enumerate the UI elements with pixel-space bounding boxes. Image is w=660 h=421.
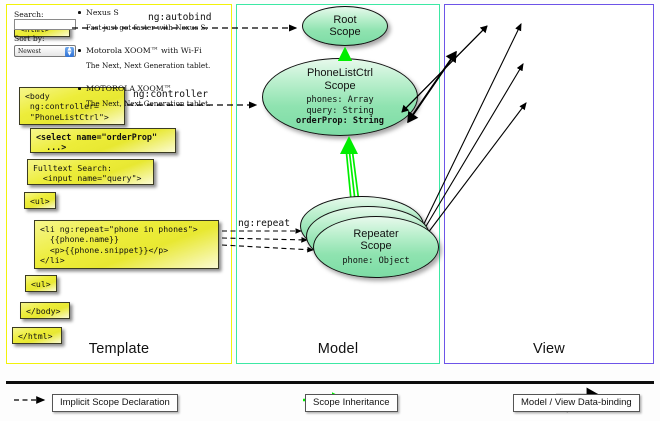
legend-label: Implicit Scope Declaration (52, 393, 178, 412)
legend-scope-inheritance: Scope Inheritance (305, 392, 398, 412)
phone-snippet: Fast just got faster with Nexus S. (86, 23, 208, 32)
bullet-icon (78, 87, 81, 90)
model-column-label: Model (317, 341, 359, 357)
phone-name: MOTOROLA XOOM™ (86, 84, 172, 93)
ng-repeat-label: ng:repeat (238, 218, 290, 229)
legend-label: Scope Inheritance (305, 393, 398, 412)
repeater-scope-props: phone: Object (342, 256, 409, 267)
view-column-label: View (533, 341, 565, 357)
view-content: Search: Sort by: Newest ▲▼ Nexus S Fast … (8, 8, 210, 118)
legend-label: Model / View Data-binding (513, 393, 640, 412)
sortby-select[interactable]: Newest ▲▼ (14, 45, 76, 57)
ng-controller-label: ng:controller (133, 89, 209, 100)
search-input[interactable] (14, 19, 76, 30)
legend-model-view-databinding: Model / View Data-binding (513, 392, 640, 412)
prop-phone: phone: Object (342, 255, 410, 266)
search-label: Search: (14, 10, 44, 19)
body-close-tag-box[interactable]: </body> (20, 302, 70, 319)
html-close-tag-box[interactable]: </html> (12, 327, 62, 344)
prop-orderprop: orderProp: String (296, 116, 384, 127)
list-item[interactable]: MOTOROLA XOOM™ The Next, Next Generation… (78, 84, 211, 108)
chevron-up-down-icon[interactable]: ▲▼ (65, 46, 74, 57)
view-column: View (444, 4, 654, 364)
fulltext-search-box[interactable]: Fulltext Search: <input name="query"> (27, 159, 154, 185)
ul-close-tag-box[interactable]: <ul> (25, 275, 57, 292)
sortby-label: Sort by: (14, 34, 45, 43)
list-item[interactable]: Motorola XOOM™ with Wi-Fi The Next, Next… (78, 46, 211, 70)
li-repeat-box[interactable]: <li ng:repeat="phone in phones"> {{phone… (34, 220, 219, 269)
bullet-icon (78, 11, 81, 14)
legend-implicit-scope-declaration: Implicit Scope Declaration (52, 392, 178, 412)
phone-snippet: The Next, Next Generation tablet. (86, 61, 211, 70)
template-column-label: Template (88, 341, 150, 357)
ng-autobind-label: ng:autobind (148, 12, 212, 23)
phone-name: Nexus S (86, 8, 119, 17)
phone-name: Motorola XOOM™ with Wi-Fi (86, 46, 202, 55)
select-tag-box[interactable]: <select name="orderProp" ...> (30, 128, 176, 153)
sortby-selected-value: Newest (18, 48, 41, 55)
prop-phones: phones: Array (306, 95, 374, 106)
bullet-icon (78, 49, 81, 52)
ul-open-tag-box[interactable]: <ul> (24, 192, 56, 209)
prop-query: query: String (306, 105, 374, 116)
body-tag-box[interactable]: <body ng:controller= "PhoneListCtrl"> (19, 87, 125, 125)
phonelistctrl-scope-props: phones: Array query: String orderProp: S… (296, 95, 384, 127)
legend-separator (6, 381, 654, 384)
phone-snippet: The Next, Next Generation tablet. (86, 99, 211, 108)
